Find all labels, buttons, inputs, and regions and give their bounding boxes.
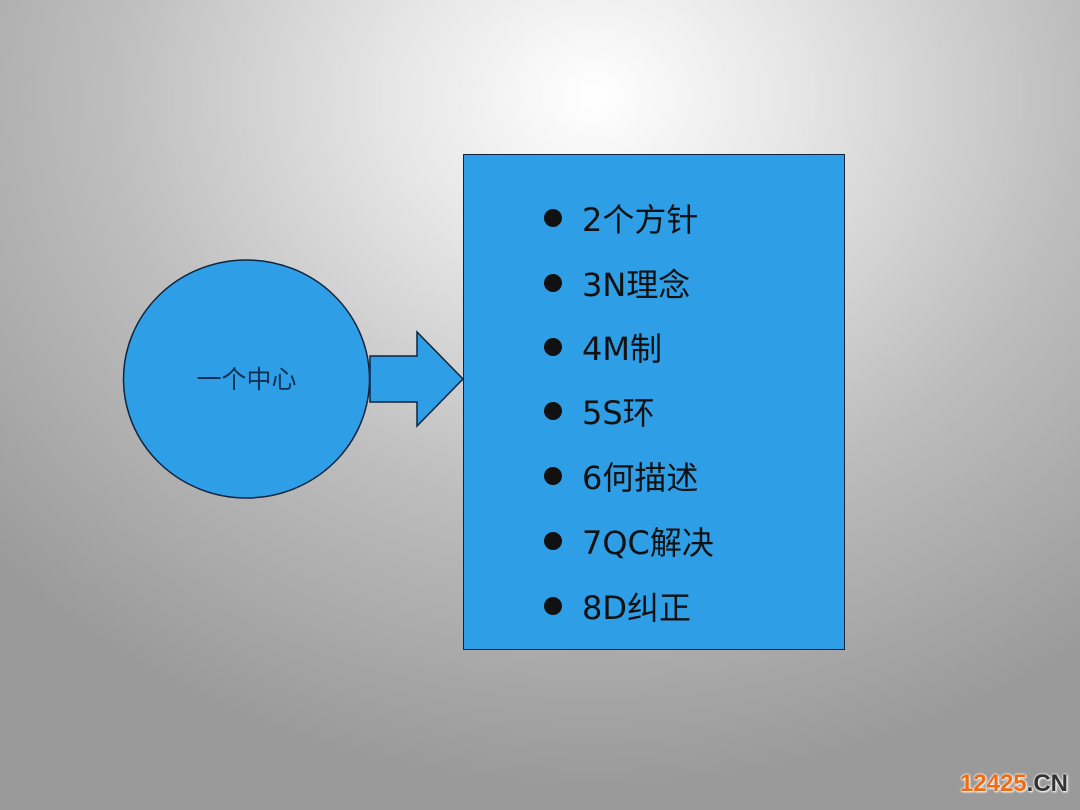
item-label: 5S环 [582,394,655,432]
principles-box: 2个方针 3N理念 4M制 5S环 6何描述 7QC解决 8D纠正 [463,154,845,650]
bullet-icon [544,532,562,550]
bullet-icon [544,338,562,356]
list-item: 7QC解决 [544,521,714,562]
watermark-domain: .CN [1026,770,1068,797]
list-item: 5S环 [544,391,655,432]
item-label: 8D纠正 [582,589,692,627]
item-label: 3N理念 [582,266,691,304]
bullet-icon [544,467,562,485]
list-item: 6何描述 [544,456,699,497]
watermark-number: 12425 [959,770,1027,797]
watermark-logo: 12425.CN [960,770,1068,798]
bullet-icon [544,597,562,615]
item-label: 7QC解决 [582,524,714,562]
list-item: 8D纠正 [544,586,692,627]
center-label: 一个中心 [196,365,297,394]
list-item: 3N理念 [544,263,691,304]
right-arrow [369,330,465,428]
item-label: 4M制 [582,330,662,368]
bullet-icon [544,274,562,292]
list-item: 2个方针 [544,198,699,239]
bullet-icon [544,209,562,227]
item-label: 6何描述 [582,459,699,497]
item-label: 2个方针 [582,201,699,239]
list-item: 4M制 [544,327,662,368]
bullet-icon [544,402,562,420]
